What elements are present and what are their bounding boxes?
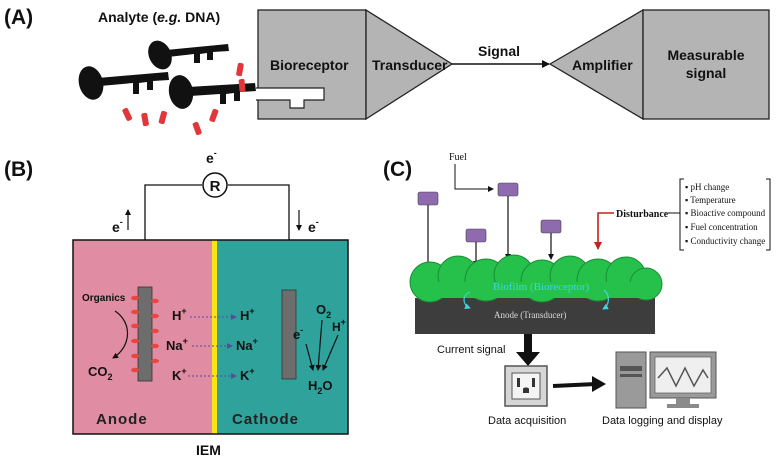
reduction-arrow	[315, 319, 323, 371]
electron-cathode: e-	[293, 325, 303, 342]
bioreceptor-slot	[256, 87, 325, 109]
key-icon	[168, 75, 256, 109]
resistor-label: R	[210, 178, 221, 195]
analyte-label: Analyte (e.g. DNA)	[98, 9, 220, 25]
current-signal-arrow-head	[516, 352, 540, 366]
k-ion-right: K+	[240, 366, 255, 383]
disturbance-item: ▪ Fuel concentration	[685, 222, 758, 232]
current-signal-arrow-shaft	[524, 334, 532, 352]
panel-b: (B) R e- e- e- Organics CO2 H+	[4, 148, 349, 458]
electron-right: e-	[308, 217, 319, 235]
measurable-label-line1: Measurable	[667, 47, 744, 63]
data-logging-label: Data logging and display	[602, 415, 723, 427]
anode-electrode	[137, 286, 153, 382]
h-ion-cathode: H+	[332, 317, 346, 334]
disturbance-label: Disturbance	[616, 209, 669, 220]
key-icon	[78, 66, 169, 100]
cathode-label: Cathode	[232, 411, 299, 428]
analyte-receptors	[417, 182, 562, 268]
disturbance-item: ▪ Conductivity change	[685, 236, 765, 246]
amplifier-label: Amplifier	[572, 57, 633, 73]
organics-label: Organics	[82, 293, 126, 304]
reactor-outline	[72, 239, 349, 435]
fuel-label: Fuel	[449, 152, 467, 163]
k-ion-left: K+	[172, 366, 187, 383]
fuel-arrow	[454, 164, 494, 192]
electron-flow-arrow	[463, 291, 471, 310]
h-ion-left: H+	[172, 306, 187, 323]
electron-top: e-	[206, 148, 217, 166]
anode-transducer-label: Anode (Transducer)	[494, 310, 566, 320]
panel-c-label: (C)	[383, 158, 412, 181]
na-ion-right: Na+	[236, 336, 258, 353]
cathode-electrode	[281, 289, 297, 380]
panel-a-label: (A)	[4, 6, 33, 29]
oxidation-arrow	[112, 310, 129, 359]
to-logger-arrow-shaft	[552, 382, 597, 388]
to-logger-arrow-head	[592, 376, 606, 392]
electron-left: e-	[112, 217, 123, 235]
na-ion-left: Na+	[166, 336, 188, 353]
iem-label: IEM	[196, 442, 221, 458]
outlet-icon	[504, 365, 548, 407]
panel-b-label: (B)	[4, 158, 33, 181]
ion-exchange-membrane	[212, 240, 217, 434]
disturbance-list: ▪ pH change ▪ Temperature ▪ Bioactive co…	[685, 182, 766, 246]
bioreceptor-label: Bioreceptor	[270, 57, 349, 73]
bacteria-marks	[131, 295, 159, 373]
analyte-marks	[122, 62, 246, 136]
h-ion-right: H+	[240, 306, 255, 323]
key-icon	[148, 40, 229, 70]
current-signal-label: Current signal	[437, 344, 505, 356]
transducer-label: Transducer	[372, 57, 448, 73]
disturbance-arrow	[594, 212, 614, 250]
co2-label: CO2	[88, 364, 113, 382]
measurable-label-line2: signal	[686, 65, 726, 81]
computer-icon	[615, 351, 717, 409]
disturbance-item: ▪ Bioactive compound	[685, 208, 766, 218]
o2-label: O2	[316, 302, 331, 320]
panel-a: (A) Analyte (e.g. DNA) Biorecepto	[4, 6, 770, 136]
data-acquisition-label: Data acquisition	[488, 415, 566, 427]
disturbance-bracket	[766, 178, 771, 251]
reduction-arrow	[305, 343, 315, 371]
biofilm-layer	[409, 254, 663, 303]
transducer-triangle	[365, 8, 454, 121]
reduction-arrow	[322, 334, 339, 371]
measurable-signal-box	[642, 9, 770, 120]
h2o-label: H2O	[308, 378, 333, 396]
signal-label: Signal	[478, 43, 520, 59]
anode-transducer-block	[415, 298, 655, 334]
electron-flow-arrow	[602, 289, 609, 310]
disturbance-bracket	[679, 178, 684, 251]
panel-c: (C) Fuel Disturbance ▪ pH change ▪ Tempe…	[383, 152, 771, 427]
biofilm-label: Biofilm (Bioreceptor)	[493, 281, 590, 293]
disturbance-item: ▪ Temperature	[685, 195, 736, 205]
anode-label: Anode	[96, 411, 148, 428]
resistor-icon	[202, 172, 228, 198]
disturbance-item: ▪ pH change	[685, 182, 729, 192]
